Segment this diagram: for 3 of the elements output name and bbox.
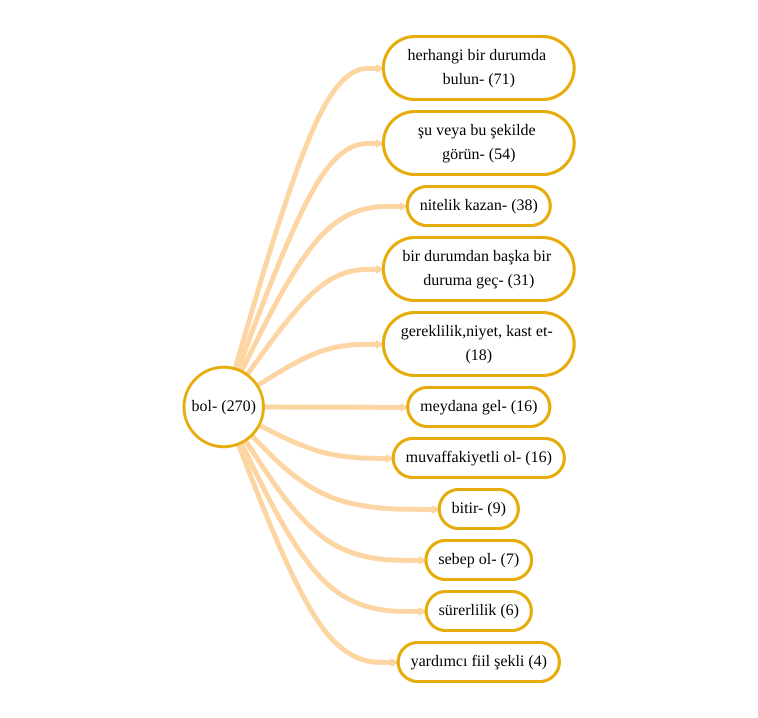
arrow bbox=[263, 403, 409, 412]
node-circle: bol- (270) bbox=[182, 366, 265, 448]
arrow bbox=[236, 443, 400, 667]
